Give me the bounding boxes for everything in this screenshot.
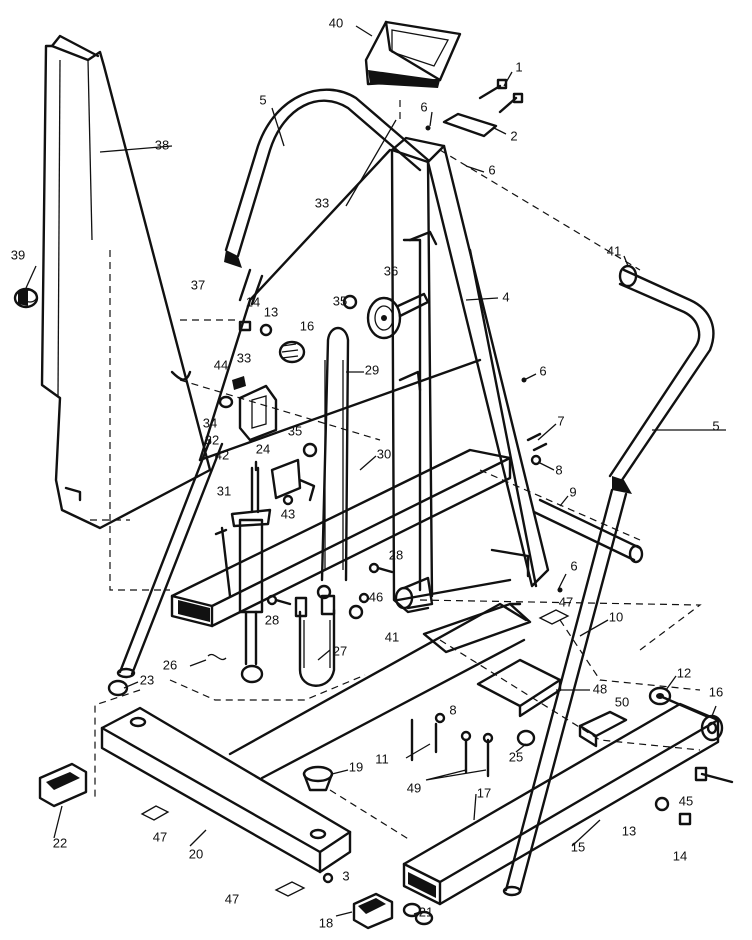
callout-c41b: 41: [385, 629, 399, 644]
part-9-axle: [532, 498, 644, 564]
part-22-end-cap: [38, 762, 88, 808]
callout-c26: 26: [163, 657, 177, 672]
callout-c1: 1: [515, 59, 522, 74]
part-16-roller-left: [278, 340, 306, 364]
part-19-cup: [302, 765, 334, 792]
callout-c42: 42: [215, 447, 229, 462]
callout-c41a: 41: [607, 243, 621, 258]
callout-c29: 29: [365, 362, 379, 377]
callout-c9: 9: [569, 484, 576, 499]
part-20-base-leg: [100, 706, 352, 874]
part-12-washer: [648, 686, 672, 706]
callout-c39: 39: [11, 247, 25, 262]
callout-c35a: 35: [333, 293, 347, 308]
part-36-pulley: [366, 292, 430, 340]
callout-c25: 25: [509, 749, 523, 764]
callout-c46: 46: [369, 589, 383, 604]
callout-c34: 34: [203, 415, 217, 430]
callout-c13b: 13: [622, 823, 636, 838]
part-39-knob: [13, 287, 39, 309]
callout-c10: 10: [609, 609, 623, 624]
callout-c2: 2: [510, 128, 517, 143]
callout-c13a: 13: [264, 304, 278, 319]
part-27-hook-chain: [294, 594, 336, 687]
callout-c47b: 47: [153, 829, 167, 844]
callout-c28b: 28: [265, 612, 279, 627]
callout-c47a: 47: [559, 594, 573, 609]
part-18-end-cap: [352, 892, 394, 930]
callout-c47c: 47: [225, 891, 239, 906]
callout-c12: 12: [677, 665, 691, 680]
callout-labels: 1234556666788910111213131414151616171819…: [11, 15, 723, 930]
callout-c40: 40: [329, 15, 343, 30]
leader-lines: [25, 25, 726, 917]
part-29-chain: [316, 326, 364, 620]
callout-c8a: 8: [555, 462, 562, 477]
callout-c35b: 35: [288, 423, 302, 438]
callout-c37: 37: [191, 277, 205, 292]
callout-c36: 36: [384, 263, 398, 278]
callout-c7: 7: [557, 413, 564, 428]
part-47-pads: [140, 609, 570, 897]
callout-c16a: 16: [300, 318, 314, 333]
callout-c5b: 5: [712, 418, 719, 433]
callout-c21: 21: [419, 904, 433, 919]
part-5-left-handle: [116, 88, 430, 679]
callout-c43: 43: [281, 506, 295, 521]
part-41-lower-pin: [394, 576, 434, 610]
callout-c30: 30: [377, 446, 391, 461]
callout-c45: 45: [679, 793, 693, 808]
part-50-pad: [578, 710, 628, 748]
callout-c16b: 16: [709, 684, 723, 699]
callout-c6d: 6: [570, 558, 577, 573]
callout-c6b: 6: [488, 162, 495, 177]
callout-c5a: 5: [259, 92, 266, 107]
part-32-bracket: [232, 376, 278, 442]
callout-c32: 32: [205, 432, 219, 447]
callout-c33a: 33: [315, 195, 329, 210]
part-40-handle-grip-block: [364, 20, 462, 88]
callout-c27: 27: [333, 643, 347, 658]
callout-c38: 38: [155, 137, 169, 152]
callout-c14b: 14: [673, 848, 687, 863]
callout-c33b: 33: [237, 350, 251, 365]
callout-c17: 17: [477, 785, 491, 800]
callout-c22: 22: [53, 835, 67, 850]
callout-c48: 48: [593, 681, 607, 696]
callout-c3: 3: [342, 868, 349, 883]
callout-c11: 11: [375, 751, 389, 766]
callout-c20: 20: [189, 846, 203, 861]
part-26-hose: [207, 653, 227, 661]
callout-c6c: 6: [539, 363, 546, 378]
part-38-side-shield: [40, 34, 212, 530]
callout-c28a: 28: [389, 547, 403, 562]
callout-c19: 19: [349, 759, 363, 774]
callout-c4: 4: [502, 289, 509, 304]
part-30-cross-member: [170, 448, 512, 628]
callout-c24: 24: [256, 441, 270, 456]
callout-c31: 31: [217, 483, 231, 498]
base-cross-tubes: [228, 602, 532, 780]
part-24-bracket: [270, 458, 316, 502]
part-31-hydraulic-ram: [214, 466, 272, 684]
part-48-pad: [476, 658, 562, 718]
callout-c49: 49: [407, 780, 421, 795]
part-37-left-leg: [238, 268, 264, 306]
callout-c23: 23: [140, 672, 154, 687]
callout-c50: 50: [615, 694, 629, 709]
hardware-fasteners: [107, 78, 734, 926]
callout-c8b: 8: [449, 702, 456, 717]
callout-c15: 15: [571, 839, 585, 854]
callout-c6a: 6: [420, 99, 427, 114]
callout-c14a: 14: [246, 294, 260, 309]
part-15-base-leg: [402, 694, 724, 906]
callout-c44: 44: [214, 357, 228, 372]
callout-c18: 18: [319, 915, 333, 930]
